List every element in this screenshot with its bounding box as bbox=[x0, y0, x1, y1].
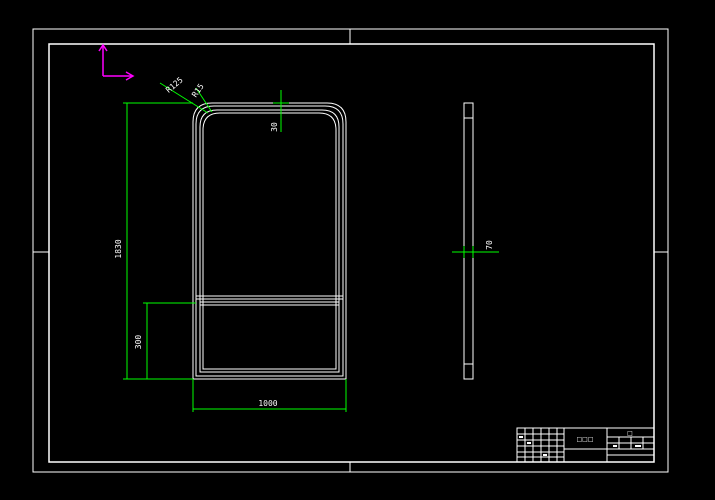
title-block-corner-mark: □ bbox=[627, 430, 633, 437]
title-block bbox=[516, 427, 655, 463]
dimensions bbox=[123, 82, 499, 412]
sheet-outer-border bbox=[32, 28, 669, 473]
dim-top-offset-text: 30 bbox=[270, 122, 279, 132]
dim-radius-inner-text: R15 bbox=[190, 82, 206, 99]
title-block-fill-marks bbox=[519, 436, 641, 456]
dim-width-text: 1000 bbox=[258, 399, 277, 408]
ucs-icon bbox=[98, 43, 135, 81]
dim-thickness-text: 70 bbox=[485, 240, 494, 250]
title-block-part-name: □□□ bbox=[576, 436, 593, 443]
front-view-frame bbox=[192, 102, 347, 380]
side-view-profile bbox=[463, 102, 474, 380]
dim-height-text: 1830 bbox=[114, 239, 123, 258]
dim-lower-panel-text: 300 bbox=[134, 335, 143, 350]
center-marks bbox=[33, 29, 668, 472]
drawing-frame bbox=[48, 43, 655, 463]
